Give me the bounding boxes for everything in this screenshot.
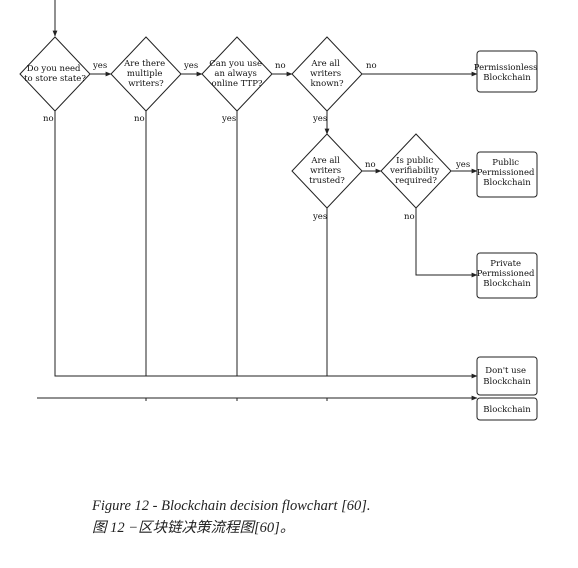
decision-public-verifiability-text: Is public verifiability required? [389, 156, 442, 186]
label-online-ttp-yes: yes [221, 114, 236, 124]
outcome-dont-use-text: Don't use Blockchain [483, 366, 531, 387]
decision-writers-trusted-text: Are all writers trusted? [309, 156, 345, 186]
label-multiple-writers-no: no [134, 114, 145, 124]
figure-caption-chinese: 图 12 −区块链决策流程图[60]。 [92, 520, 295, 536]
label-online-ttp-no: no [275, 61, 286, 71]
figure-caption-english: Figure 12 - Blockchain decision flowchar… [92, 498, 371, 514]
outcome-blockchain [476, 397, 538, 421]
label-public-verifiability-yes: yes [455, 160, 470, 170]
edge-store-state-no [54, 111, 478, 379]
outcome-public-permissioned-text: Public Permissioned Blockchain [477, 158, 537, 188]
outcome-public-permissioned-blockchain [476, 151, 538, 198]
label-writers-trusted-no: no [365, 160, 376, 170]
blockchain-decision-flowchart: Do you need to store state? Are there mu… [19, 0, 540, 421]
outcome-permissionless-text: Permissionless Blockchain [474, 63, 540, 83]
outcome-blockchain-text: Blockchain [483, 405, 531, 415]
outcome-permissionless-blockchain [476, 50, 538, 93]
label-store-state-no: no [43, 114, 54, 124]
outcome-private-permissioned-text: Private Permissioned Blockchain [477, 259, 537, 289]
label-writers-trusted-yes: yes [312, 212, 327, 222]
label-store-state-yes: yes [92, 61, 107, 71]
label-public-verifiability-no: no [404, 212, 415, 222]
decision-multiple-writers-text: Are there multiple writers? [123, 59, 168, 89]
decision-writers-known-text: Are all writers known? [310, 59, 344, 89]
edge-public-verifiability-no [415, 208, 478, 278]
decision-store-state-text: Do you need to store state? [24, 64, 86, 84]
label-writers-known-yes: yes [312, 114, 327, 124]
decision-online-ttp-text: Can you use an always online TTP? [209, 59, 264, 89]
outcome-dont-use-blockchain [476, 356, 538, 396]
label-multiple-writers-yes: yes [183, 61, 198, 71]
label-writers-known-no: no [366, 61, 377, 71]
